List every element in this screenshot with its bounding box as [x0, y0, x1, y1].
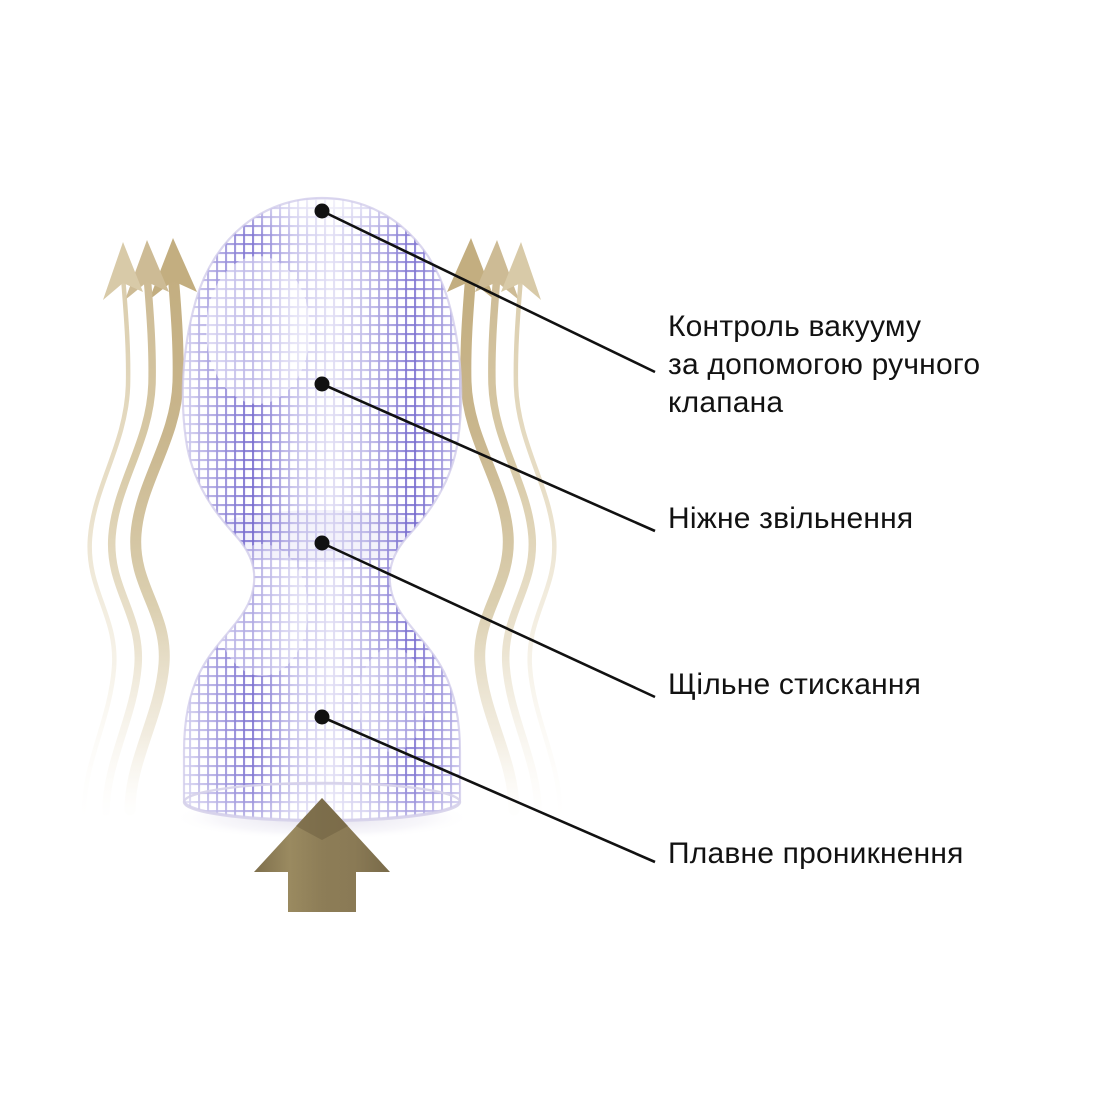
leader-dots — [314, 203, 330, 725]
annotation-label-gentle-release: Ніжне звільнення — [668, 502, 914, 535]
leader-line-vacuum-control — [321, 209, 656, 374]
leader-dot-vacuum-control — [314, 203, 330, 219]
bottom-push-arrow — [254, 798, 390, 912]
airflow-arrow-left-1 — [81, 242, 143, 815]
leader-line-gentle-release — [321, 382, 656, 533]
leader-dot-smooth-penetration — [314, 709, 330, 725]
airflow-arrow-right-1 — [501, 242, 563, 815]
leader-line-smooth-penetration — [321, 715, 656, 864]
annotation-label-tight-squeeze: Щільне стискання — [668, 668, 922, 701]
leader-lines — [321, 209, 656, 864]
sleeve-body — [181, 196, 463, 823]
leader-dot-gentle-release — [314, 376, 330, 392]
leader-line-tight-squeeze — [321, 541, 656, 699]
left-airflow-arrows — [81, 238, 197, 816]
leader-dot-tight-squeeze — [314, 535, 330, 551]
annotation-label-smooth-penetration: Плавне проникнення — [668, 837, 964, 870]
right-airflow-arrows — [447, 238, 563, 816]
annotation-label-vacuum-control: Контроль вакууму за допомогою ручного кл… — [668, 310, 981, 419]
